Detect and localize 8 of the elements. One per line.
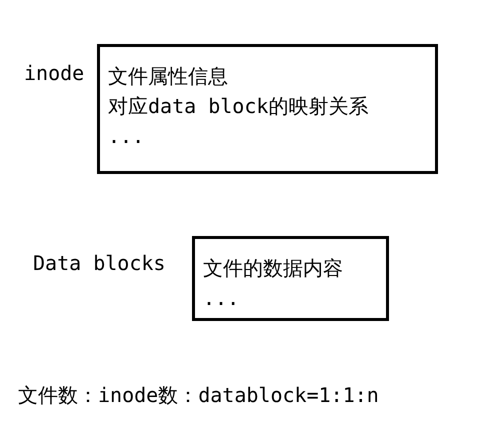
box-text: 对应data block的映射关系 (108, 93, 368, 120)
box-text: 文件的数据内容 (203, 255, 343, 282)
ratio-note: 文件数：inode数：datablock=1:1:n (18, 382, 379, 409)
box-text: 文件属性信息 (108, 63, 228, 90)
box-heading: inode (24, 61, 84, 85)
box-heading: Data blocks (33, 251, 166, 275)
box-text: ... (203, 285, 240, 312)
box-text: ... (108, 123, 144, 150)
